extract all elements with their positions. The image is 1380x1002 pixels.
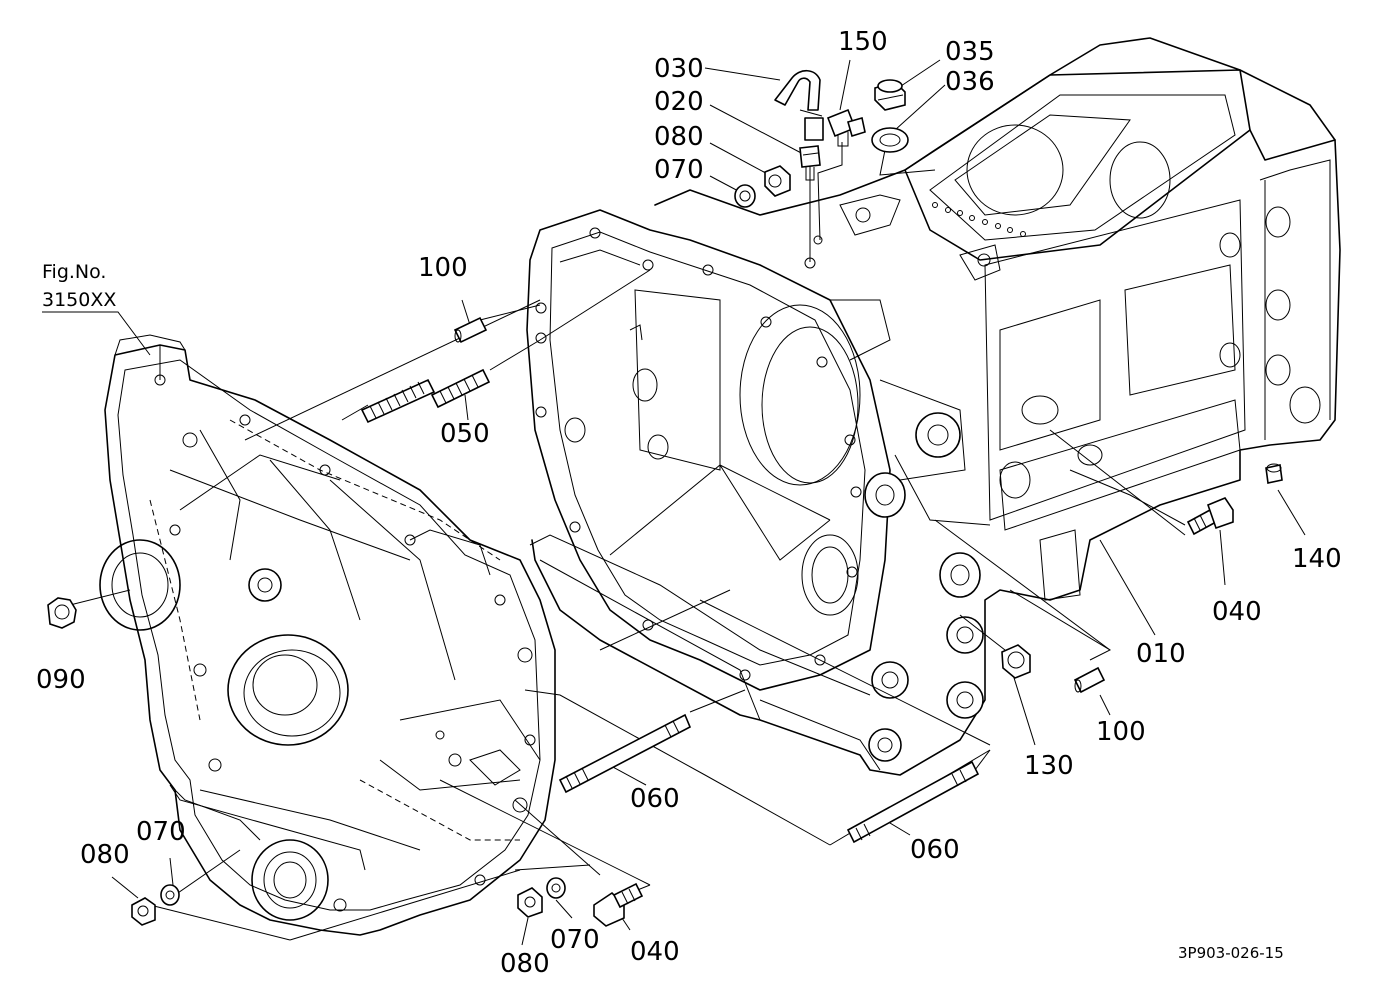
elbow-hose-030 [774,69,824,141]
callout-036: 036 [945,67,995,97]
callout-035: 035 [945,37,995,67]
figure-reference-line2: 3150XX [42,289,116,311]
bolt-040-bottom [593,882,644,927]
elbow-fitting-150 [826,108,866,147]
stud-060-mid [558,713,692,794]
top-small-holes [932,202,1026,237]
callout-040-bottom: 040 [630,937,680,967]
callout-090: 090 [36,665,86,695]
callout-060-mid: 060 [630,784,680,814]
washer-070-top [734,184,756,208]
front-gear-case [99,334,556,936]
drawing-code: 3P903-026-15 [1178,944,1284,962]
dipstick-fitting-020 [799,145,821,181]
callout-040-right: 040 [1212,597,1262,627]
callout-130: 130 [1024,751,1074,781]
callout-070-top: 070 [654,155,704,185]
transmission-case-010 [526,37,1341,776]
dowel-pin-100-top [453,316,488,344]
stud-050-a [360,378,436,424]
gear-case-holes [154,374,536,912]
nut-080-top [764,165,791,197]
callout-080-bottom: 080 [500,949,550,979]
callout-080-top: 080 [654,122,704,152]
callout-030: 030 [654,54,704,84]
callout-010: 010 [1136,639,1186,669]
nut-080-bottom [517,887,543,918]
callout-140: 140 [1292,544,1342,574]
bolt-140 [1265,463,1283,484]
callout-150: 150 [838,27,888,57]
washer-070-left [160,884,180,906]
callout-020: 020 [654,87,704,117]
plug-035 [874,79,906,111]
gasket-036 [871,127,909,153]
washer-070-bottom [546,877,566,899]
callout-080-left: 080 [80,840,130,870]
bolt-040-right [1186,497,1234,536]
callout-100-top: 100 [418,253,468,283]
plug-130 [1001,644,1031,679]
figure-reference-line1: Fig.No. [42,261,106,283]
callout-070-left: 070 [136,817,186,847]
callout-100-right: 100 [1096,717,1146,747]
callout-070-bottom: 070 [550,925,600,955]
nut-080-left [131,897,156,926]
stud-050-b [430,368,491,409]
callout-050: 050 [440,419,490,449]
dowel-pin-100-right [1073,666,1106,694]
flange-bolt-holes [535,227,862,681]
callout-060-low: 060 [910,835,960,865]
bearing-nut-090 [47,597,77,629]
stud-060-low [846,760,980,844]
